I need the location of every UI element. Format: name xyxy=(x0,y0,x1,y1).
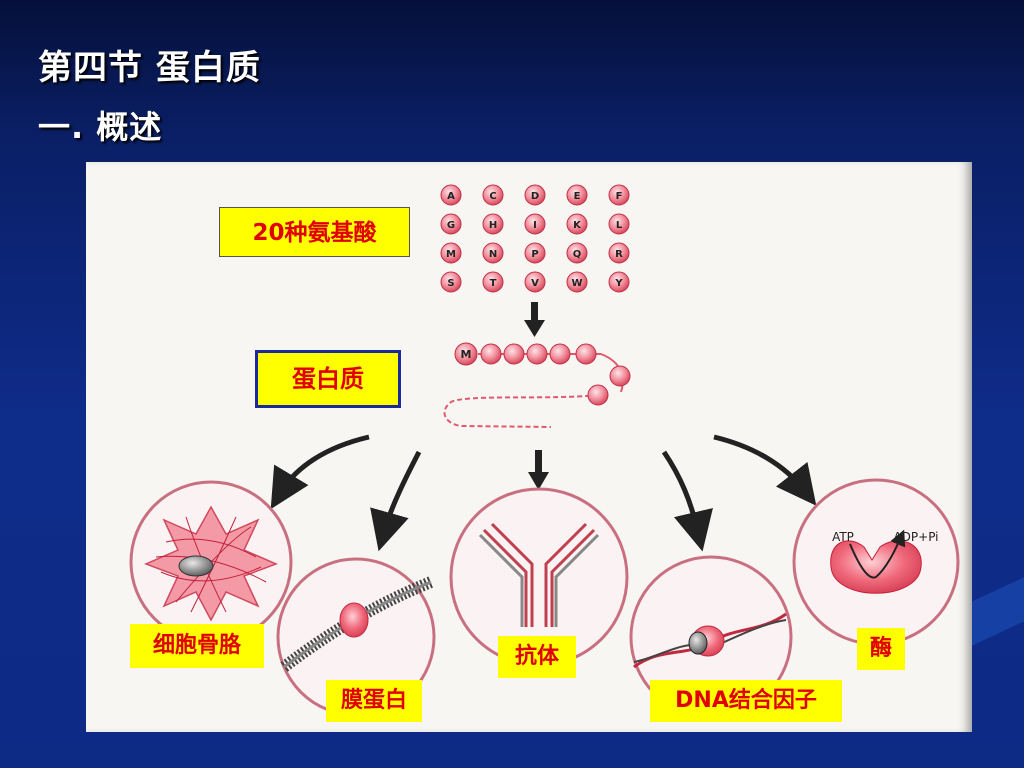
protein-label: 蛋白质 xyxy=(255,350,401,408)
amino-acid-D: D xyxy=(524,184,546,206)
svg-text:R: R xyxy=(615,249,623,260)
enzyme-illustration: ATP ADP+Pi xyxy=(792,478,960,646)
svg-text:N: N xyxy=(489,249,497,260)
amino-acid-K: K xyxy=(566,213,588,235)
cytoskeleton-label: 细胞骨胳 xyxy=(130,624,264,668)
amino-acid-I: I xyxy=(524,213,546,235)
arrow-to-dna-binding-icon xyxy=(661,450,713,552)
svg-text:S: S xyxy=(447,278,454,289)
chain-bead xyxy=(575,343,597,365)
amino-acid-label: 20种氨基酸 xyxy=(219,207,410,257)
svg-text:H: H xyxy=(489,220,497,231)
chain-bead xyxy=(503,343,525,365)
peptide-chain: M xyxy=(443,342,631,428)
amino-acid-V: V xyxy=(524,271,546,293)
amino-acid-Y: Y xyxy=(608,271,630,293)
arrow-to-membrane-icon xyxy=(370,450,422,552)
antibody-illustration xyxy=(449,487,629,667)
amino-acid-L: L xyxy=(608,213,630,235)
membrane-protein-illustration xyxy=(276,557,436,717)
svg-text:M: M xyxy=(446,249,456,260)
chain-bead xyxy=(549,343,571,365)
chain-bead xyxy=(609,365,631,387)
amino-acid-grid: A C D E F G H I K L M N P Q R S T V W Y xyxy=(440,184,630,293)
amino-acid-A: A xyxy=(440,184,462,206)
amino-acid-W: W xyxy=(566,271,588,293)
slide-title: 第四节 蛋白质 xyxy=(38,48,261,88)
chain-bead xyxy=(526,343,548,365)
svg-text:Y: Y xyxy=(614,278,623,289)
arrow-grid-to-chain-icon xyxy=(524,302,545,337)
svg-text:C: C xyxy=(489,191,496,202)
amino-acid-Q: Q xyxy=(566,242,588,264)
chain-bead xyxy=(480,343,502,365)
diagram-canvas: A C D E F G H I K L M N P Q R S T V W Y M xyxy=(129,184,960,719)
arrow-to-enzyme-icon xyxy=(713,434,817,506)
amino-acid-C: C xyxy=(482,184,504,206)
svg-text:T: T xyxy=(490,278,497,289)
svg-text:V: V xyxy=(531,278,539,289)
svg-text:E: E xyxy=(574,191,581,202)
antibody-label: 抗体 xyxy=(498,636,576,678)
amino-acid-M: M xyxy=(440,242,462,264)
svg-text:I: I xyxy=(533,220,537,231)
amino-acid-F: F xyxy=(608,184,630,206)
svg-text:F: F xyxy=(616,191,623,202)
membrane-protein-label: 膜蛋白 xyxy=(326,680,422,722)
amino-acid-E: E xyxy=(566,184,588,206)
chain-bead xyxy=(587,384,609,406)
amino-acid-G: G xyxy=(440,213,462,235)
svg-text:P: P xyxy=(531,249,538,260)
protein-overview-figure: A C D E F G H I K L M N P Q R S T V W Y M xyxy=(86,162,972,732)
svg-text:L: L xyxy=(616,220,623,231)
slide-subtitle: 一. 概述 xyxy=(38,108,163,146)
enzyme-substrate-label: ATP xyxy=(832,530,854,544)
svg-text:Q: Q xyxy=(573,249,582,260)
arrow-to-cytoskeleton-icon xyxy=(270,434,370,510)
amino-acid-S: S xyxy=(440,271,462,293)
amino-acid-N: N xyxy=(482,242,504,264)
amino-acid-H: H xyxy=(482,213,504,235)
chain-start-label: M xyxy=(461,348,472,361)
dna-binding-label: DNA结合因子 xyxy=(650,680,842,722)
amino-acid-T: T xyxy=(482,271,504,293)
svg-text:K: K xyxy=(573,220,582,231)
arrow-to-antibody-icon xyxy=(528,450,549,490)
svg-text:A: A xyxy=(447,191,455,202)
svg-text:D: D xyxy=(531,191,539,202)
amino-acid-P: P xyxy=(524,242,546,264)
amino-acid-R: R xyxy=(608,242,630,264)
svg-text:W: W xyxy=(571,278,582,289)
cytoskeleton-illustration xyxy=(129,480,293,644)
enzyme-product-label: ADP+Pi xyxy=(893,530,938,544)
enzyme-label: 酶 xyxy=(857,628,905,670)
svg-text:G: G xyxy=(447,220,455,231)
